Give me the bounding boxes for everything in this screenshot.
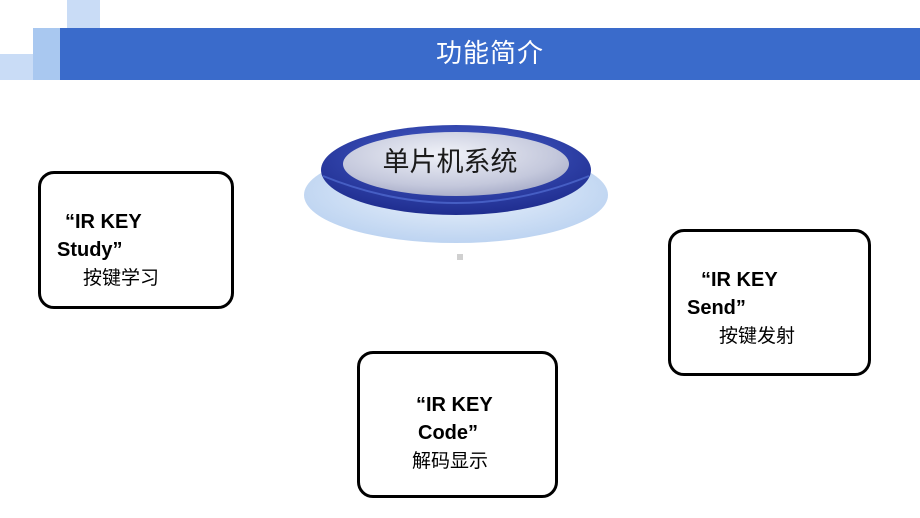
- box-caption: 按键学习: [83, 267, 160, 289]
- box-caption: 解码显示: [412, 450, 489, 472]
- box-line: “IR KEY: [65, 211, 142, 233]
- center-label: 单片机系统: [382, 147, 518, 178]
- box-line: “IR KEY: [416, 394, 493, 416]
- box-ir-key-study: “IR KEY Study” 按键学习: [38, 171, 234, 309]
- page-title: 功能简介: [435, 39, 544, 69]
- box-ir-key-send: “IR KEY Send” 按键发射: [668, 229, 871, 376]
- decor-square: [0, 54, 33, 80]
- decor-square: [67, 0, 100, 28]
- box-line: Send”: [687, 297, 746, 319]
- box-line: “IR KEY: [701, 269, 778, 291]
- disc-highlight: [343, 132, 569, 196]
- box-ir-key-code: “IR KEY Code” 解码显示: [357, 351, 558, 498]
- small-dot: [457, 254, 463, 260]
- box-caption: 按键发射: [719, 325, 796, 347]
- box-line: Study”: [57, 239, 123, 261]
- disc-rim: [322, 175, 590, 204]
- header-bar: [60, 28, 920, 80]
- box-line: Code”: [418, 422, 478, 444]
